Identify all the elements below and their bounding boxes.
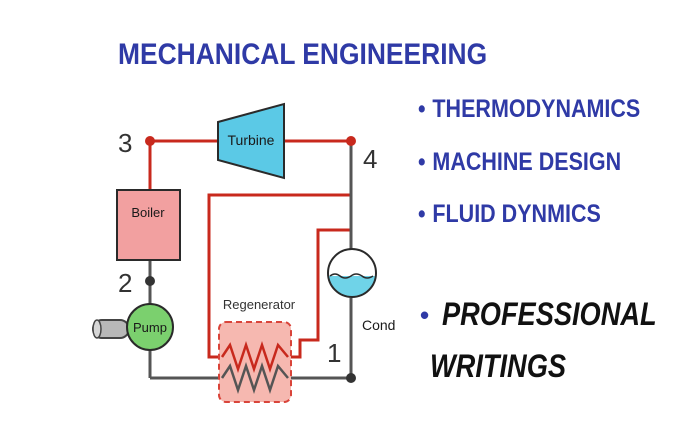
pump-inlet-cap-icon [92,319,102,339]
topic-label: MACHINE DESIGN [432,148,622,176]
boiler-icon [116,189,181,261]
condenser-label: Cond [362,317,395,333]
bullet-icon: • [418,200,426,228]
regenerator-cold-coil-icon [220,362,289,394]
bullet-icon: • [418,95,426,123]
bullet-icon: • [418,148,426,176]
boiler-label: Boiler [131,205,165,220]
condenser-wave-icon [329,273,374,279]
pump-icon [126,303,174,351]
turbine-icon [217,102,285,180]
condenser-outline-icon [327,248,377,298]
pipe-extraction [207,193,351,359]
topic-item-machine-design: •MACHINE DESIGN [418,148,621,177]
state-label-2: 2 [118,268,132,298]
condenser-water-icon [328,276,376,297]
topic-item-thermodynamics: •THERMODYNAMICS [418,95,640,124]
regenerator-label: Regenerator [223,297,296,312]
professional-label: PROFESSIONAL [442,296,657,332]
state-label-1: 1 [327,338,341,368]
state-point-1 [346,373,356,383]
state-point-4 [346,136,356,146]
state-point-2 [145,276,155,286]
regenerator-hot-coil-icon [220,341,289,373]
state-label-3: 3 [118,128,132,158]
topic-item-fluid-dynamics: •FLUID DYNMICS [418,200,601,229]
pump-label: Pump [133,320,167,335]
bullet-icon: • [420,300,430,330]
topic-label: THERMODYNAMICS [432,95,641,123]
turbine-label: Turbine [228,132,275,148]
state-label-4: 4 [363,144,377,174]
page-title: MECHANICAL ENGINEERING [118,38,488,71]
topic-label: FLUID DYNMICS [432,200,601,228]
writings-label: WRITINGS [430,348,566,384]
state-point-3 [145,136,155,146]
